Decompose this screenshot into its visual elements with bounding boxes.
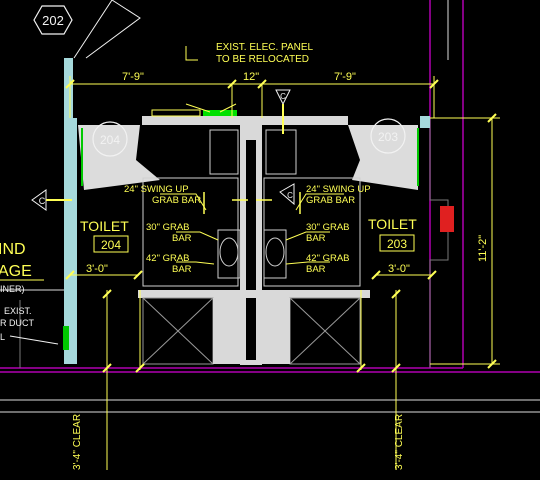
dimension-ticks <box>65 79 497 373</box>
room-tag-203: 203 <box>370 118 406 154</box>
dim-left-width: 7'-9" <box>122 71 144 83</box>
cut-text-line5: R DUCT <box>0 318 34 328</box>
room-203-wall-wedge <box>348 125 418 190</box>
left-wall <box>64 58 73 364</box>
note-left-42-1: 42" GRAB <box>146 253 190 264</box>
elevation-marker-center: C <box>275 89 291 134</box>
room-202-leader-shape <box>73 0 141 59</box>
dim-center-gap: 12" <box>243 71 259 83</box>
note-left-swing-1: 24" SWING UP <box>124 184 189 195</box>
svg-text:C: C <box>39 196 46 206</box>
note-left-30-1: 30" GRAB <box>146 222 190 233</box>
room-number-203: 203 <box>387 237 407 251</box>
note-right-swing-1: 24" SWING UP <box>306 184 371 195</box>
room-name-toilet-203: TOILET <box>368 216 417 232</box>
shower-right-fill <box>262 298 290 364</box>
room-name-toilet-204: TOILET <box>80 218 129 234</box>
cut-text-line6: L <box>0 332 5 342</box>
dim-height: 11'-2" <box>477 235 489 262</box>
note-right-swing-2: GRAB BAR <box>306 195 355 206</box>
svg-text:C: C <box>280 92 286 101</box>
dim-right-width: 7'-9" <box>334 71 356 83</box>
cut-text-line3: INER) <box>0 284 25 294</box>
shower-left-fill <box>213 298 240 364</box>
svg-text:C: C <box>287 191 293 200</box>
note-right-30-1: 30" GRAB <box>306 222 350 233</box>
dim-clear-left: 3'-4" CLEAR <box>72 414 83 470</box>
room-tag-202: 202 <box>33 5 73 35</box>
green-wall-segment <box>63 326 69 350</box>
note-left-swing-2: GRAB BAR <box>152 195 201 206</box>
room-tag-204: 204 <box>92 121 128 157</box>
white-grid-lines <box>0 0 540 413</box>
panel-base <box>151 109 201 117</box>
cut-text-line1: IND <box>0 241 26 258</box>
note-right-42-1: 42" GRAB <box>306 253 350 264</box>
room-204-wall-wedge <box>78 125 160 190</box>
room-number-204: 204 <box>101 238 121 252</box>
room-number-box-204 <box>93 235 129 253</box>
dim-clear-right: 3'-4" CLEAR <box>394 414 405 470</box>
elevation-marker-right: C <box>279 183 295 206</box>
svg-text:202: 202 <box>42 13 64 28</box>
leader-lines <box>160 193 344 265</box>
note-left-30-2: BAR <box>172 233 192 244</box>
note-right-42-2: BAR <box>306 264 326 275</box>
left-wall-inner <box>73 118 77 364</box>
note-panel-line2: TO BE RELOCATED <box>216 54 309 65</box>
electrical-panel <box>203 110 237 116</box>
note-panel-line1: EXIST. ELEC. PANEL <box>216 42 314 53</box>
cut-text-line2: AGE <box>0 263 32 280</box>
window-right <box>440 206 454 232</box>
plumbing-fixtures <box>142 129 361 287</box>
dimension-lines <box>69 46 500 470</box>
svg-text:203: 203 <box>378 130 398 144</box>
elevation-marker-left: C <box>31 189 72 211</box>
bottom-wall <box>138 290 370 298</box>
dim-left-toilet-width: 3'-0" <box>86 263 108 275</box>
room-number-box-203 <box>379 234 415 252</box>
note-left-42-2: BAR <box>172 264 192 275</box>
chase-void <box>246 140 256 360</box>
cut-text-line4: EXIST. <box>4 306 32 316</box>
dim-right-toilet-width: 3'-0" <box>388 263 410 275</box>
top-wall-right-cyan <box>420 116 430 128</box>
top-wall <box>142 116 348 125</box>
note-right-30-2: BAR <box>306 233 326 244</box>
svg-text:204: 204 <box>100 133 120 147</box>
